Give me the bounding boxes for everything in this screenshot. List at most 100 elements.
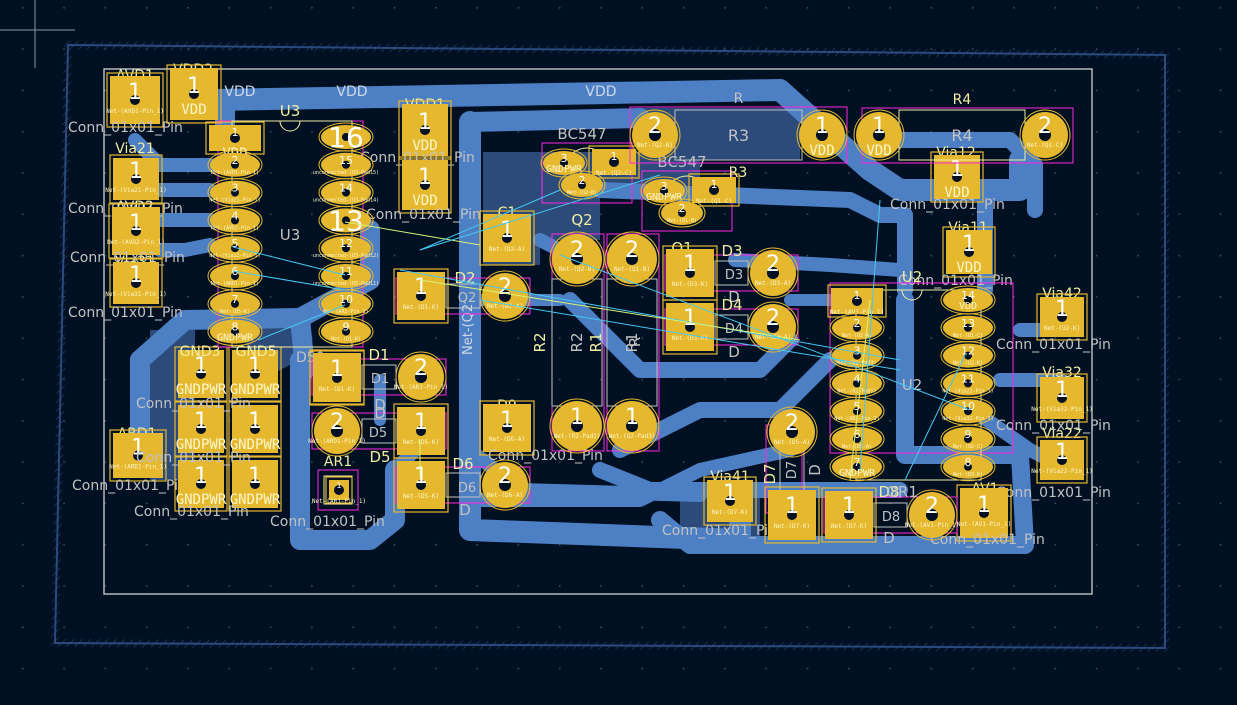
pad-drill bbox=[952, 172, 962, 182]
pad-number: 2 bbox=[414, 356, 428, 381]
pad-number: 14 bbox=[961, 289, 975, 302]
pad-net-name: Net-(D5-A) bbox=[774, 439, 810, 446]
pad-number: 1 bbox=[785, 494, 799, 519]
pad-outline bbox=[942, 226, 996, 278]
pad-net-name: GNDPWR bbox=[176, 382, 227, 398]
pad-net-name: Net-(ARD1-Pin_1) bbox=[308, 438, 366, 445]
pad-drill bbox=[415, 371, 427, 383]
pad-number: 1 bbox=[414, 410, 428, 435]
pad-number: 1 bbox=[1055, 297, 1069, 322]
pad-drill bbox=[196, 424, 206, 434]
pad-outline bbox=[549, 231, 605, 287]
pad-drill bbox=[196, 479, 206, 489]
pad-number: 16 bbox=[328, 121, 364, 154]
pad-number: 3 bbox=[661, 180, 668, 193]
u3-pin-13[interactable]: 13 bbox=[318, 204, 374, 237]
pad-outline bbox=[796, 109, 848, 161]
pad-number: 10 bbox=[339, 293, 353, 306]
pad-drill bbox=[420, 180, 430, 190]
pad-number: 1 bbox=[131, 436, 145, 461]
u3-pin-16[interactable]: 16 bbox=[318, 121, 374, 154]
value-gnd3: Conn_01x01_Pin bbox=[136, 396, 251, 412]
